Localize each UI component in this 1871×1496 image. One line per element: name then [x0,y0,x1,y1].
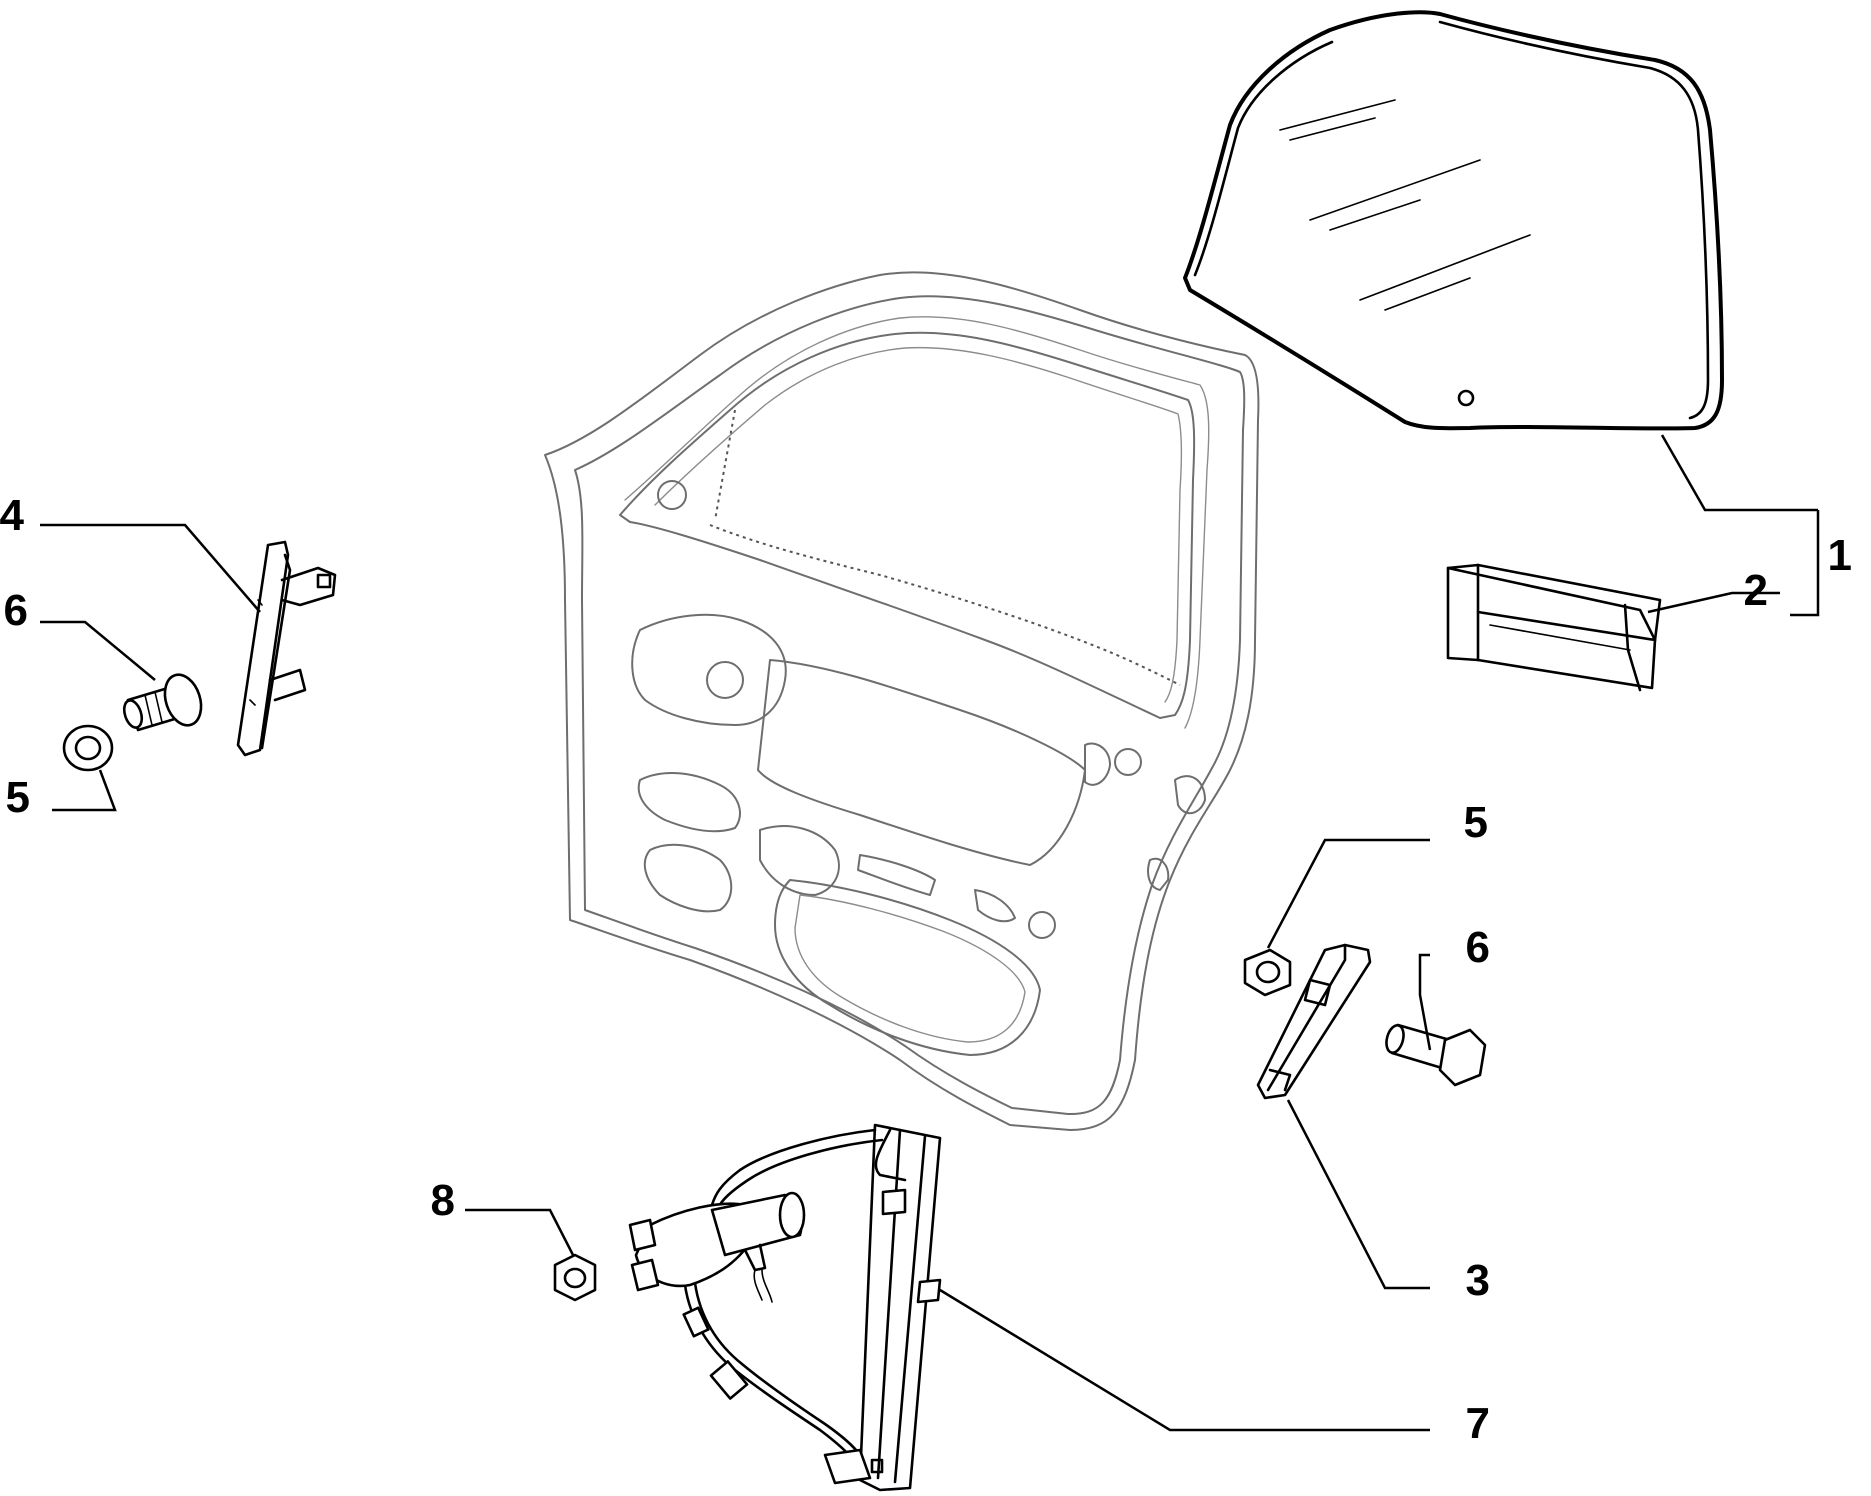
callout-4: 4 [0,491,25,540]
window-regulator [628,1123,942,1492]
bolt-left [122,673,203,732]
rear-guide-channel [1256,943,1372,1100]
callout-labels: 1 2 3 4 6 5 5 6 7 8 [0,491,1852,1448]
door-inner-panel [544,271,1260,1131]
callout-6-right: 6 [1466,923,1490,972]
callout-2: 2 [1744,566,1768,615]
callout-6-left: 6 [4,586,28,635]
bolt-right [1385,1023,1487,1087]
callout-5-left: 5 [6,773,30,822]
callout-1: 1 [1828,531,1852,580]
front-guide-channel [236,540,337,757]
callout-8: 8 [431,1176,455,1225]
door-glass [1183,10,1724,431]
glass-channel [1446,563,1662,692]
callout-3: 3 [1466,1256,1490,1305]
regulator-nut [553,1253,597,1302]
callout-5-right: 5 [1464,798,1488,847]
callout-7: 7 [1466,1399,1490,1448]
nut-left [62,724,114,772]
nut-right [1243,948,1292,997]
leader-lines [40,434,1820,1432]
